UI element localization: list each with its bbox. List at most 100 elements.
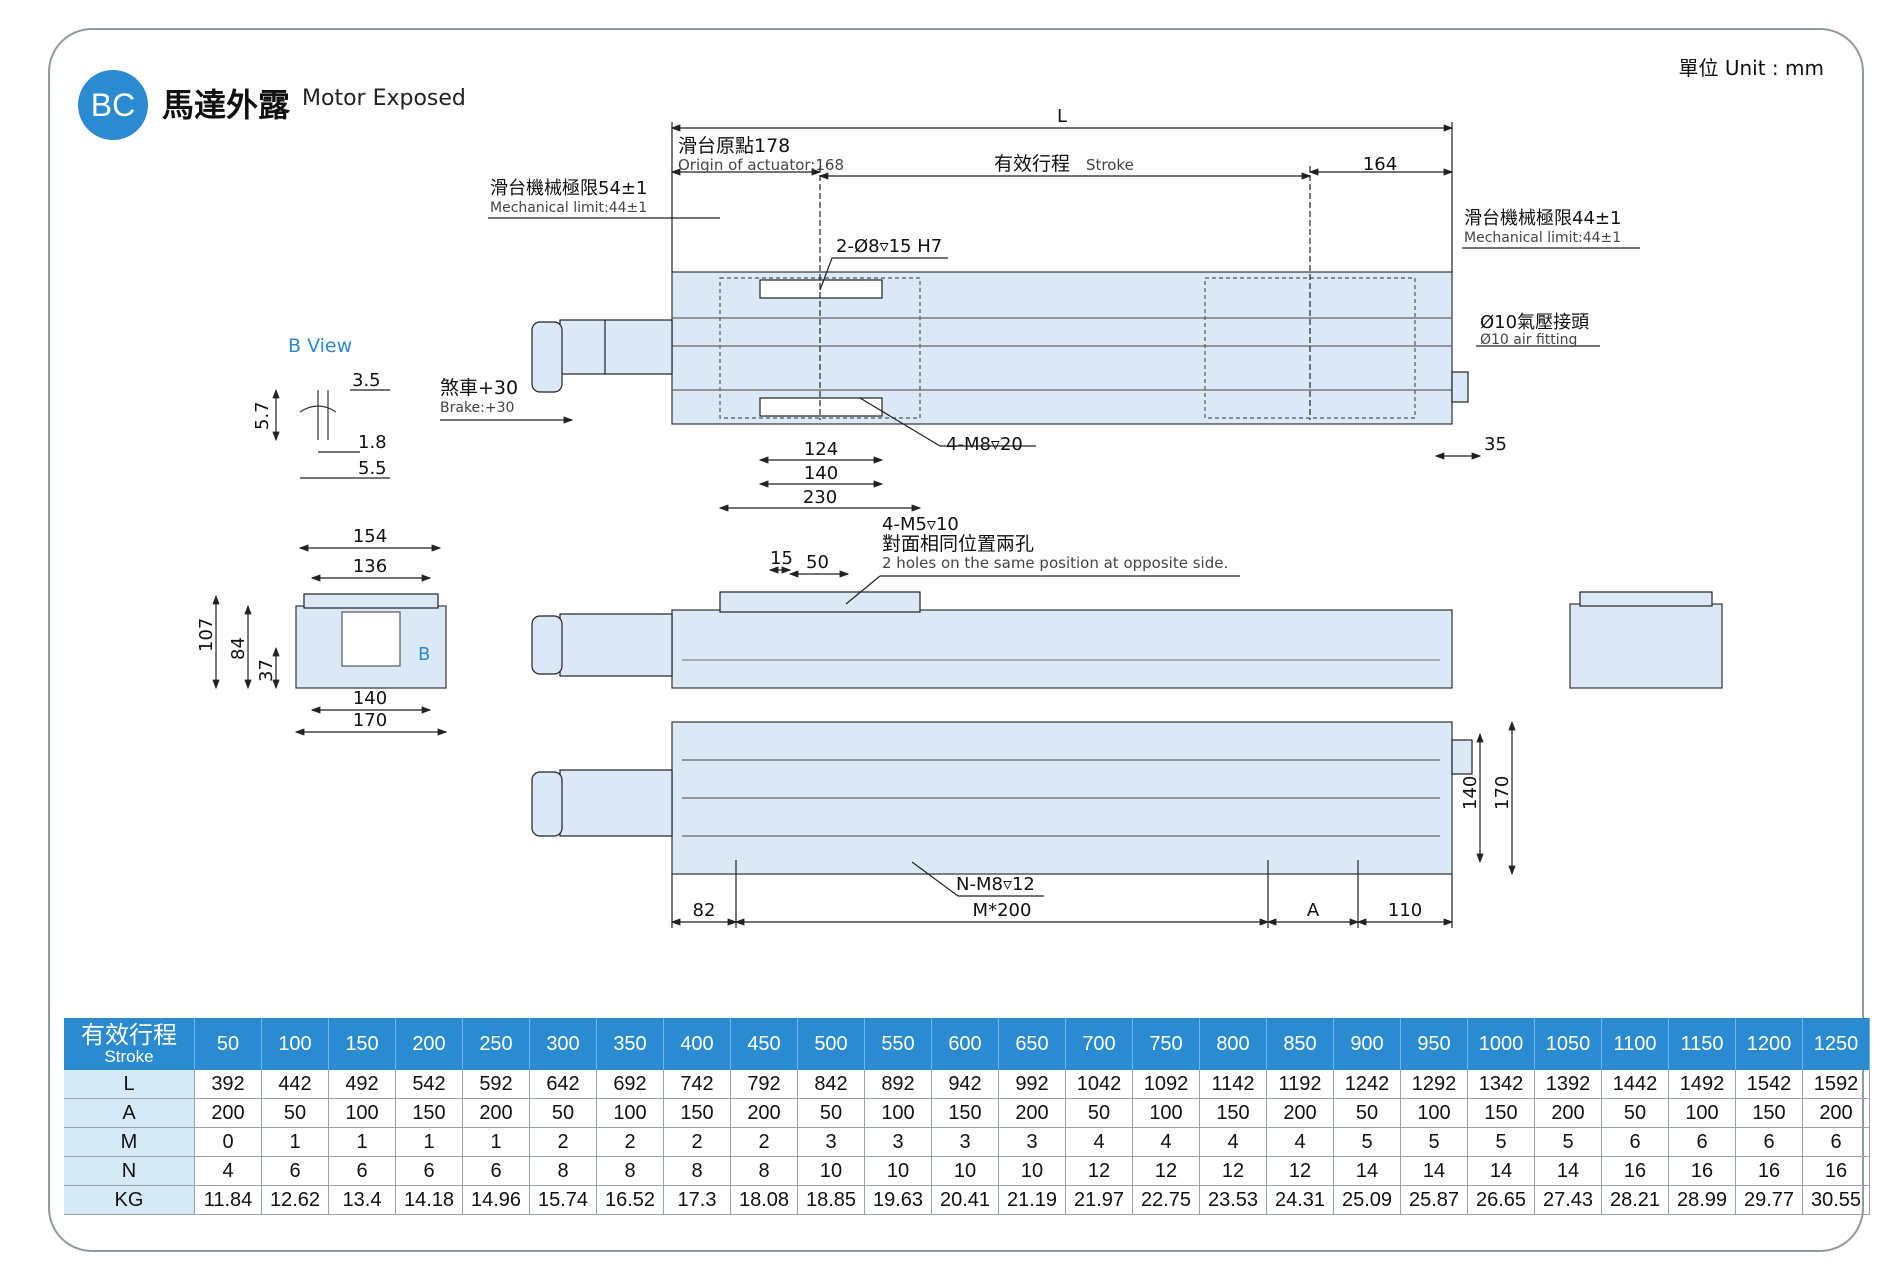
table-cell: 5 <box>1333 1127 1401 1157</box>
model-badge: BC <box>78 70 148 140</box>
table-cell: 1 <box>261 1127 329 1157</box>
table-cell: 50 <box>1065 1098 1133 1128</box>
table-cell: 1592 <box>1802 1070 1870 1099</box>
bottom-view <box>531 720 1516 928</box>
table-cell: 21.97 <box>1065 1185 1133 1215</box>
table-cell: 150 <box>931 1098 999 1128</box>
table-cell: 100 <box>596 1098 664 1128</box>
dim-3-5: 3.5 <box>352 370 381 391</box>
table-cell: 5 <box>1534 1127 1602 1157</box>
row-label: N <box>64 1156 195 1186</box>
table-cell: 12 <box>1132 1156 1200 1186</box>
table-cell: 5 <box>1467 1127 1535 1157</box>
dim-107: 107 <box>196 618 217 652</box>
side-view <box>531 566 1723 689</box>
stroke-zh: 有效行程 <box>994 153 1070 175</box>
table-cell: 16.52 <box>596 1185 664 1215</box>
table-cell: 5 <box>1400 1127 1468 1157</box>
table-cell: 50 <box>529 1098 597 1128</box>
table-cell: 29.77 <box>1735 1185 1803 1215</box>
table-cell: 18.08 <box>730 1185 798 1215</box>
dim-37: 37 <box>256 659 277 682</box>
table-cell: 2 <box>663 1127 731 1157</box>
stroke-col-header: 450 <box>730 1018 798 1070</box>
m5-note-en: 2 holes on the same position at opposite… <box>882 554 1228 572</box>
dim-154: 154 <box>353 526 387 547</box>
table-cell: 1 <box>328 1127 396 1157</box>
dim-140b: 140 <box>353 688 387 709</box>
table-cell: 2 <box>596 1127 664 1157</box>
table-cell: 1242 <box>1333 1070 1401 1099</box>
table-cell: 16 <box>1601 1156 1669 1186</box>
stroke-col-header: 200 <box>395 1018 463 1070</box>
dim-1-8: 1.8 <box>358 432 387 453</box>
table-cell: 16 <box>1802 1156 1870 1186</box>
table-cell: 592 <box>462 1070 530 1099</box>
table-cell: 200 <box>462 1098 530 1128</box>
table-cell: 10 <box>931 1156 999 1186</box>
table-cell: 2 <box>529 1127 597 1157</box>
top-view <box>440 122 1640 512</box>
brake-zh: 煞車+30 <box>440 377 518 399</box>
table-cell: 1192 <box>1266 1070 1334 1099</box>
mech-right-zh: 滑台機械極限44±1 <box>1464 208 1621 229</box>
table-cell: 3 <box>864 1127 932 1157</box>
brake-en: Brake:+30 <box>440 400 514 416</box>
table-cell: 30.55 <box>1802 1185 1870 1215</box>
dim-140c: 140 <box>1460 776 1481 810</box>
table-cell: 22.75 <box>1132 1185 1200 1215</box>
table-cell: 6 <box>462 1156 530 1186</box>
dim-L: L <box>1057 106 1067 127</box>
stroke-col-header: 500 <box>797 1018 865 1070</box>
origin-zh: 滑台原點178 <box>678 135 790 157</box>
row-label: A <box>64 1098 195 1128</box>
table-cell: 18.85 <box>797 1185 865 1215</box>
table-cell: 28.21 <box>1601 1185 1669 1215</box>
table-cell: 6 <box>1601 1127 1669 1157</box>
dim-82: 82 <box>693 900 716 921</box>
stroke-col-header: 950 <box>1400 1018 1468 1070</box>
m8-20: 4-M8▿20 <box>946 434 1023 455</box>
table-cell: 100 <box>1132 1098 1200 1128</box>
table-cell: 200 <box>730 1098 798 1128</box>
table-cell: 3 <box>998 1127 1066 1157</box>
table-cell: 16 <box>1668 1156 1736 1186</box>
table-cell: 792 <box>730 1070 798 1099</box>
b-marker: B <box>418 644 430 665</box>
table-cell: 150 <box>663 1098 731 1128</box>
table-cell: 100 <box>1668 1098 1736 1128</box>
m5-note-2: 對面相同位置兩孔 <box>882 533 1034 555</box>
table-cell: 13.4 <box>328 1185 396 1215</box>
table-cell: 100 <box>864 1098 932 1128</box>
page-frame <box>48 28 1864 1252</box>
dim-84: 84 <box>228 637 249 660</box>
stroke-col-header: 400 <box>663 1018 731 1070</box>
table-cell: 992 <box>998 1070 1066 1099</box>
table-cell: 17.3 <box>663 1185 731 1215</box>
stroke-col-header: 250 <box>462 1018 530 1070</box>
table-cell: 14.96 <box>462 1185 530 1215</box>
table-cell: 6 <box>1668 1127 1736 1157</box>
stroke-col-header: 750 <box>1132 1018 1200 1070</box>
table-cell: 200 <box>1266 1098 1334 1128</box>
table-cell: 200 <box>1534 1098 1602 1128</box>
table-cell: 1092 <box>1132 1070 1200 1099</box>
table-cell: 14 <box>1333 1156 1401 1186</box>
table-cell: 2 <box>730 1127 798 1157</box>
stroke-col-header: 600 <box>931 1018 999 1070</box>
dim-5-7: 5.7 <box>252 401 273 430</box>
row-label: L <box>64 1070 195 1099</box>
table-cell: 8 <box>730 1156 798 1186</box>
table-cell: 11.84 <box>194 1185 262 1215</box>
table-cell: 27.43 <box>1534 1185 1602 1215</box>
dim-170c: 170 <box>1492 776 1513 810</box>
stroke-col-header: 1000 <box>1467 1018 1535 1070</box>
table-cell: 1392 <box>1534 1070 1602 1099</box>
table-cell: 1442 <box>1601 1070 1669 1099</box>
dim-136: 136 <box>353 556 387 577</box>
table-cell: 4 <box>1065 1127 1133 1157</box>
